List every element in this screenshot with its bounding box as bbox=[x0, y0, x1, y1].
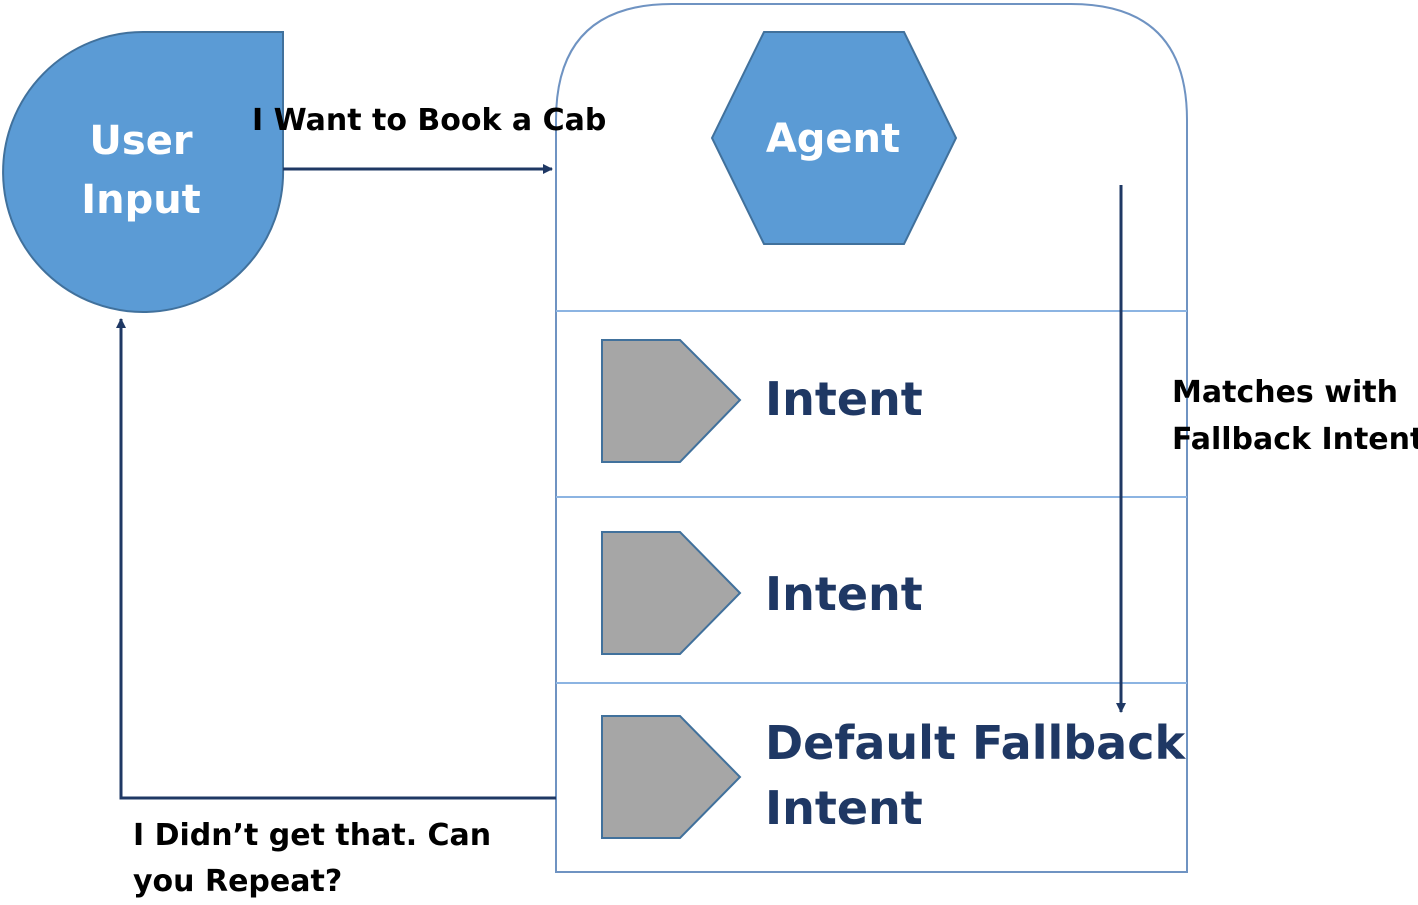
user-input-label-line2: Input bbox=[81, 177, 201, 223]
fallback-intent-label-line1: Default Fallback bbox=[765, 716, 1186, 770]
intent-label: Intent bbox=[765, 567, 923, 621]
match-label-line1: Matches with bbox=[1172, 375, 1398, 410]
reply-arrow bbox=[116, 318, 556, 800]
agent-label: Agent bbox=[766, 116, 900, 162]
fallback-intent-label-line2: Intent bbox=[765, 781, 923, 835]
intent-pentagon-icon bbox=[601, 531, 742, 655]
user-input-label-line1: User bbox=[89, 118, 192, 164]
agent-container bbox=[555, 3, 1188, 873]
intent-label: Intent bbox=[765, 372, 923, 426]
match-label-line2: Fallback Intent bbox=[1172, 422, 1418, 457]
reply-label-line1: I Didn’t get that. Can bbox=[133, 818, 491, 853]
request-label: I Want to Book a Cab bbox=[252, 103, 606, 138]
intent-pentagon-icon bbox=[601, 339, 742, 463]
fallback-intent-pentagon-icon bbox=[601, 715, 742, 839]
user-input-shape bbox=[2, 31, 285, 313]
reply-label-line2: you Repeat? bbox=[133, 864, 342, 899]
agent-hexagon bbox=[710, 31, 958, 245]
